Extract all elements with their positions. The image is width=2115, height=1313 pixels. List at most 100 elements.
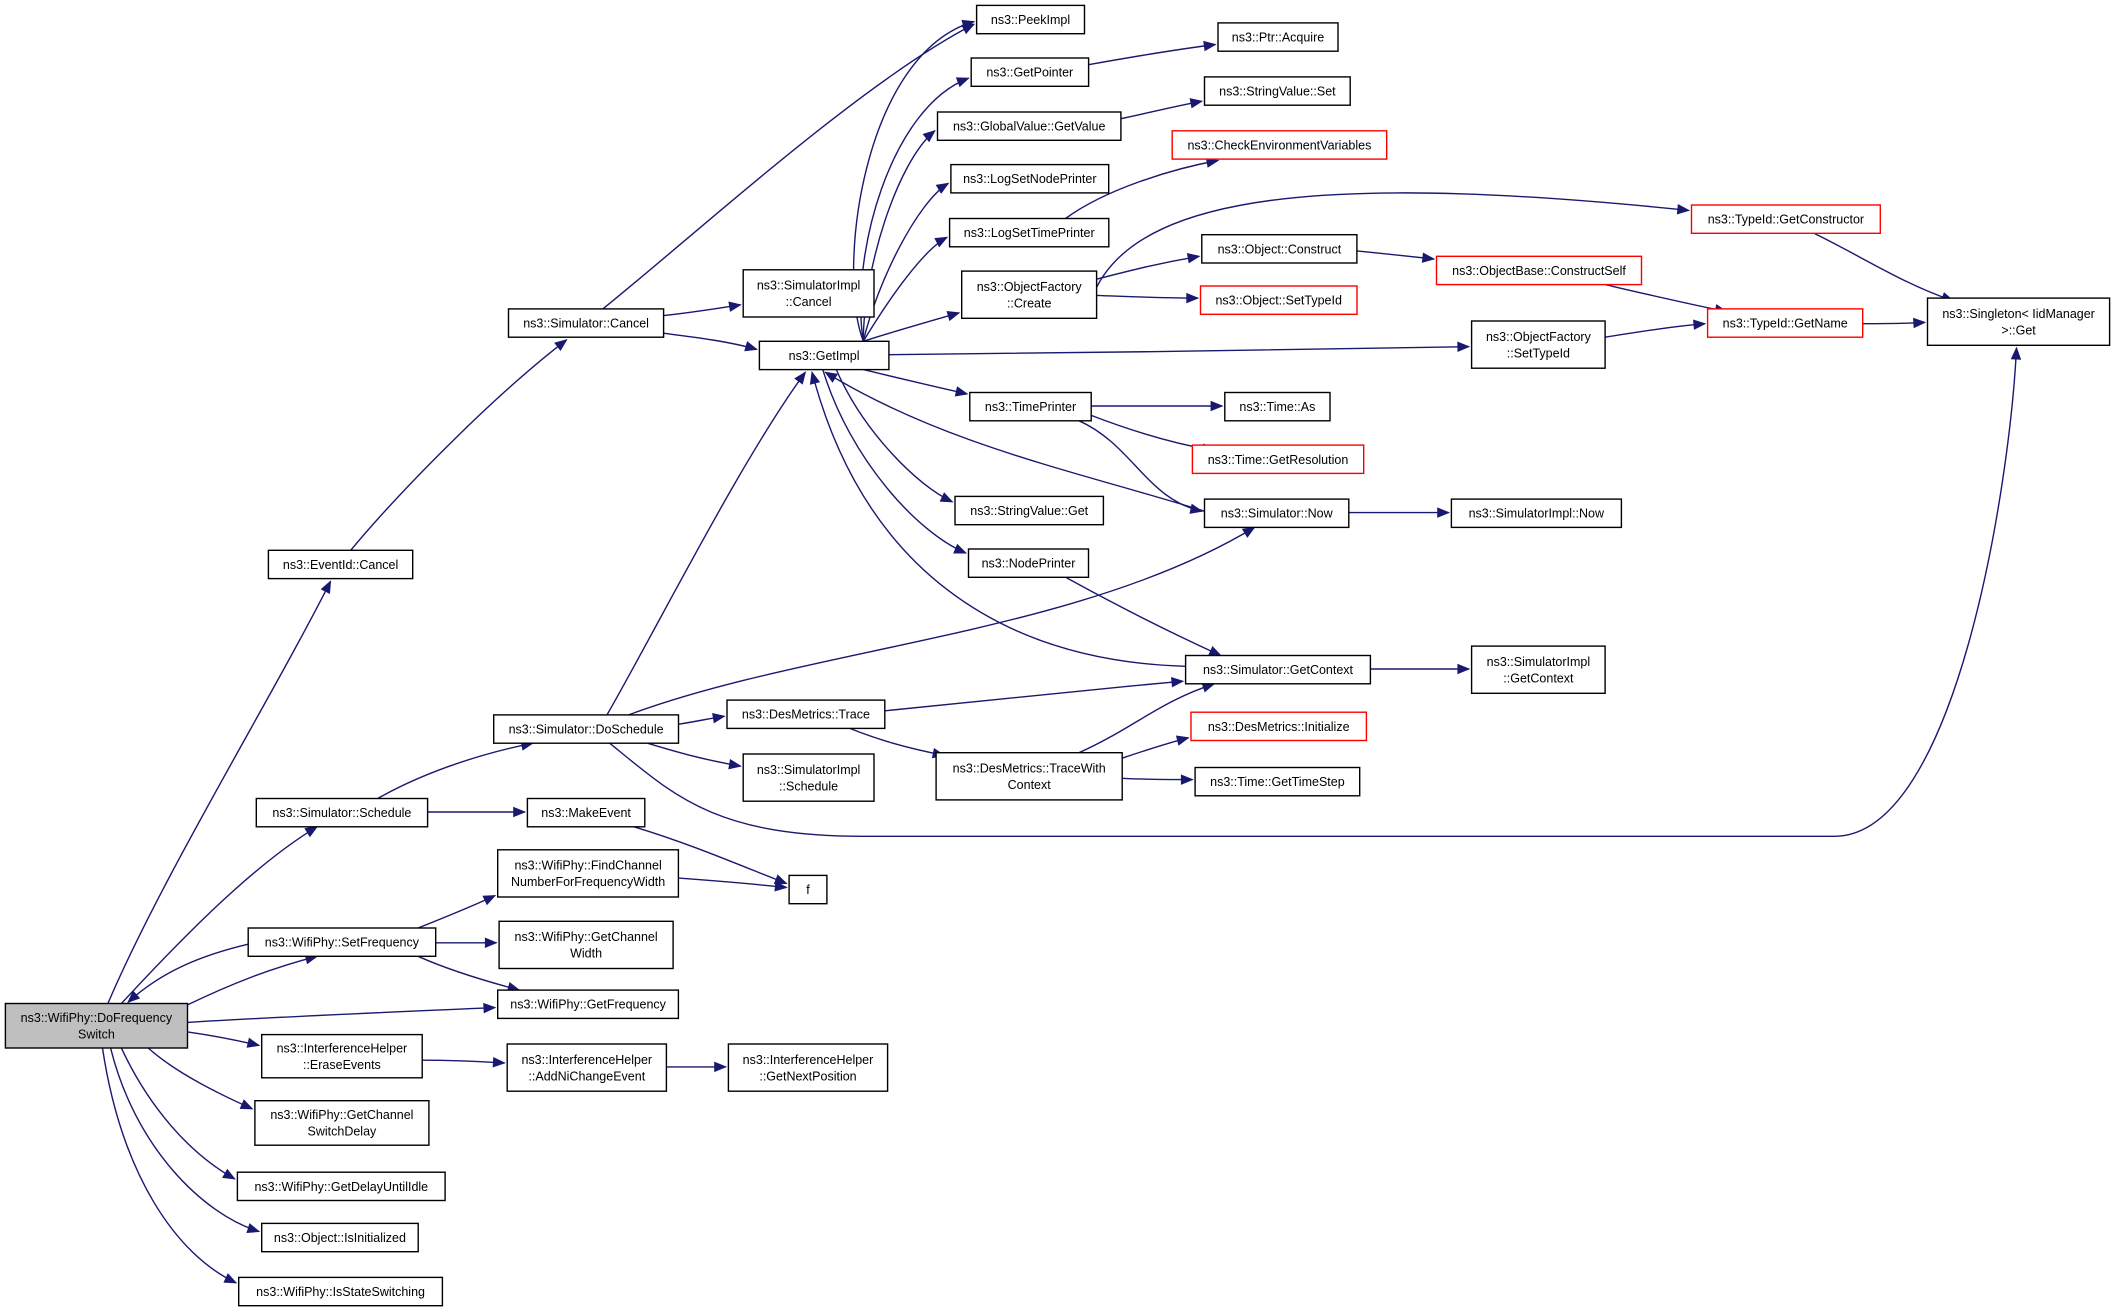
node-box[interactable] — [961, 270, 1098, 320]
node-obj-settypeid[interactable]: ns3::Object::SetTypeId — [1199, 285, 1358, 315]
node-box[interactable] — [497, 989, 680, 1020]
node-getpointer[interactable]: ns3::GetPointer — [970, 57, 1090, 87]
node-box[interactable] — [1690, 204, 1882, 234]
node-box[interactable] — [970, 57, 1090, 87]
node-obj-construct[interactable]: ns3::Object::Construct — [1201, 233, 1358, 264]
node-box[interactable] — [742, 753, 875, 802]
node-timeprinter[interactable]: ns3::TimePrinter — [969, 391, 1092, 422]
node-box[interactable] — [1171, 130, 1388, 160]
node-box[interactable] — [788, 874, 828, 905]
node-box[interactable] — [758, 340, 890, 371]
node-objbase-constructself[interactable]: ns3::ObjectBase::ConstructSelf — [1435, 255, 1643, 286]
node-obj-isinit[interactable]: ns3::Object::IsInitialized — [261, 1222, 419, 1253]
node-box[interactable] — [1191, 444, 1365, 475]
node-box[interactable] — [493, 714, 680, 744]
node-time-getres[interactable]: ns3::Time::GetResolution — [1191, 444, 1365, 475]
node-box[interactable] — [969, 391, 1092, 422]
node-strval-set[interactable]: ns3::StringValue::Set — [1203, 76, 1351, 106]
node-box[interactable] — [975, 4, 1086, 35]
node-simimpl-cancel[interactable]: ns3::SimulatorImpl::Cancel — [742, 269, 875, 318]
node-box[interactable] — [255, 797, 429, 828]
node-box[interactable] — [726, 699, 886, 730]
node-box[interactable] — [507, 308, 665, 338]
node-box[interactable] — [954, 495, 1105, 526]
node-box[interactable] — [498, 920, 674, 970]
node-peekimpl[interactable]: ns3::PeekImpl — [975, 4, 1086, 35]
node-box[interactable] — [967, 548, 1090, 578]
node-isstateswitching[interactable]: ns3::WifiPhy::IsStateSwitching — [237, 1276, 444, 1307]
node-desmetrics-trace[interactable]: ns3::DesMetrics::Trace — [726, 699, 886, 730]
node-box[interactable] — [254, 1099, 430, 1146]
node-box[interactable] — [1203, 76, 1351, 106]
node-time-as[interactable]: ns3::Time::As — [1224, 391, 1331, 422]
node-lognodeprinter[interactable]: ns3::LogSetNodePrinter — [950, 163, 1110, 194]
node-box[interactable] — [261, 1222, 419, 1253]
node-box[interactable] — [247, 927, 437, 957]
node-gv-getvalue[interactable]: ns3::GlobalValue::GetValue — [936, 111, 1122, 141]
node-box[interactable] — [1706, 308, 1864, 338]
node-sim-doschedule[interactable]: ns3::Simulator::DoSchedule — [493, 714, 680, 744]
node-box[interactable] — [4, 1002, 189, 1049]
node-box[interactable] — [950, 163, 1110, 194]
node-box[interactable] — [948, 217, 1110, 248]
node-simimpl-now[interactable]: ns3::SimulatorImpl::Now — [1450, 498, 1623, 529]
node-strval-get[interactable]: ns3::StringValue::Get — [954, 495, 1105, 526]
node-box[interactable] — [261, 1033, 423, 1079]
node-ih-addnichange[interactable]: ns3::InterferenceHelper::AddNiChangeEven… — [506, 1043, 668, 1092]
node-sim-cancel[interactable]: ns3::Simulator::Cancel — [507, 308, 665, 338]
node-box[interactable] — [727, 1043, 889, 1092]
node-box[interactable] — [935, 752, 1123, 801]
node-singleton-get[interactable]: ns3::Singleton< IidManager>::Get — [1926, 297, 2111, 347]
node-logtimeprinter[interactable]: ns3::LogSetTimePrinter — [948, 217, 1110, 248]
node-typeid-getname[interactable]: ns3::TypeId::GetName — [1706, 308, 1864, 338]
node-ih-eraseevents[interactable]: ns3::InterferenceHelper::EraseEvents — [261, 1033, 423, 1079]
node-sim-getcontext[interactable]: ns3::Simulator::GetContext — [1184, 654, 1372, 685]
node-box[interactable] — [236, 1171, 446, 1202]
node-box[interactable] — [1190, 711, 1368, 742]
node-getdelayuntilidle[interactable]: ns3::WifiPhy::GetDelayUntilIdle — [236, 1171, 446, 1202]
node-box[interactable] — [1184, 654, 1372, 685]
node-box[interactable] — [1470, 645, 1606, 694]
node-box[interactable] — [1926, 297, 2111, 347]
node-box[interactable] — [526, 797, 646, 828]
node-box[interactable] — [1224, 391, 1331, 422]
node-ptr-acquire[interactable]: ns3::Ptr::Acquire — [1217, 22, 1339, 52]
node-box[interactable] — [1199, 285, 1358, 315]
node-checkenv[interactable]: ns3::CheckEnvironmentVariables — [1171, 130, 1388, 160]
node-box[interactable] — [506, 1043, 668, 1092]
node-getimpl[interactable]: ns3::GetImpl — [758, 340, 890, 371]
node-setfrequency[interactable]: ns3::WifiPhy::SetFrequency — [247, 927, 437, 957]
node-box[interactable] — [1217, 22, 1339, 52]
node-simimpl-getcontext[interactable]: ns3::SimulatorImpl::GetContext — [1470, 645, 1606, 694]
node-getfrequency[interactable]: ns3::WifiPhy::GetFrequency — [497, 989, 680, 1020]
node-box[interactable] — [1201, 233, 1358, 264]
node-box[interactable] — [1435, 255, 1643, 286]
node-box[interactable] — [267, 549, 414, 580]
node-box[interactable] — [1203, 498, 1350, 529]
node-typeid-getctor[interactable]: ns3::TypeId::GetConstructor — [1690, 204, 1882, 234]
node-sim-schedule[interactable]: ns3::Simulator::Schedule — [255, 797, 429, 828]
node-box[interactable] — [497, 849, 680, 898]
node-sim-now[interactable]: ns3::Simulator::Now — [1203, 498, 1350, 529]
node-box[interactable] — [742, 269, 875, 318]
node-objfactory-settypeid[interactable]: ns3::ObjectFactory::SetTypeId — [1470, 320, 1606, 369]
node-objfactory-create[interactable]: ns3::ObjectFactory::Create — [961, 270, 1098, 320]
node-box[interactable] — [936, 111, 1122, 141]
node-f[interactable]: f — [788, 874, 828, 905]
node-makeevent[interactable]: ns3::MakeEvent — [526, 797, 646, 828]
node-eventid-cancel[interactable]: ns3::EventId::Cancel — [267, 549, 414, 580]
node-time-gettimestep[interactable]: ns3::Time::GetTimeStep — [1194, 766, 1361, 797]
node-ih-getnextpos[interactable]: ns3::InterferenceHelper::GetNextPosition — [727, 1043, 889, 1092]
node-desmetrics-init[interactable]: ns3::DesMetrics::Initialize — [1190, 711, 1368, 742]
node-findchannel[interactable]: ns3::WifiPhy::FindChannelNumberForFreque… — [497, 849, 680, 898]
node-box[interactable] — [1194, 766, 1361, 797]
node-simimpl-schedule[interactable]: ns3::SimulatorImpl::Schedule — [742, 753, 875, 802]
node-nodeprinter[interactable]: ns3::NodePrinter — [967, 548, 1090, 578]
node-box[interactable] — [1470, 320, 1606, 369]
node-box[interactable] — [1450, 498, 1623, 529]
node-box[interactable] — [237, 1276, 444, 1307]
